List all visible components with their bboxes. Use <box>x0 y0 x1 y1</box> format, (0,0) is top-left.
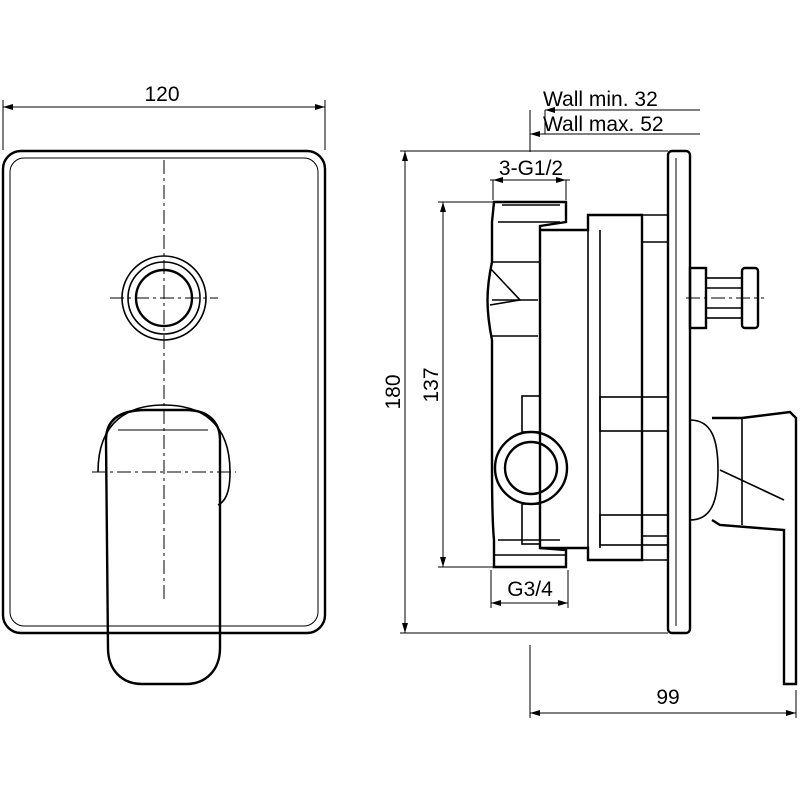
outlet-thread-label: 3-G1/2 <box>499 157 563 180</box>
side-view: Wall min. 32 Wall max. 52 180 137 <box>382 88 798 718</box>
diverter-knob <box>110 255 218 341</box>
dimension-inlet-thread: G3/4 <box>490 570 569 608</box>
lever-handle <box>92 404 236 686</box>
dimension-height-total: 180 <box>382 150 668 634</box>
dimension-outlet-thread: 3-G1/2 <box>490 157 570 200</box>
valve-body <box>486 200 669 569</box>
wall-plate <box>666 149 692 635</box>
height-body-label: 137 <box>420 367 443 402</box>
wall-max-label: Wall max. 52 <box>543 113 664 136</box>
lever-handle-side <box>689 410 798 686</box>
dimension-height-body: 137 <box>420 201 500 568</box>
front-view: 120 <box>1 83 327 686</box>
dimension-wall: Wall min. 32 Wall max. 52 <box>529 88 700 152</box>
width-label: 120 <box>144 83 179 106</box>
inlet-thread-label: G3/4 <box>507 578 553 601</box>
dimension-depth: 99 <box>529 645 797 718</box>
cover-plate <box>1 149 327 635</box>
wall-min-label: Wall min. 32 <box>543 88 658 111</box>
height-total-label: 180 <box>382 374 405 409</box>
depth-label: 99 <box>656 686 679 709</box>
diverter-knob-side <box>686 266 764 330</box>
dimension-width: 120 <box>2 83 326 150</box>
